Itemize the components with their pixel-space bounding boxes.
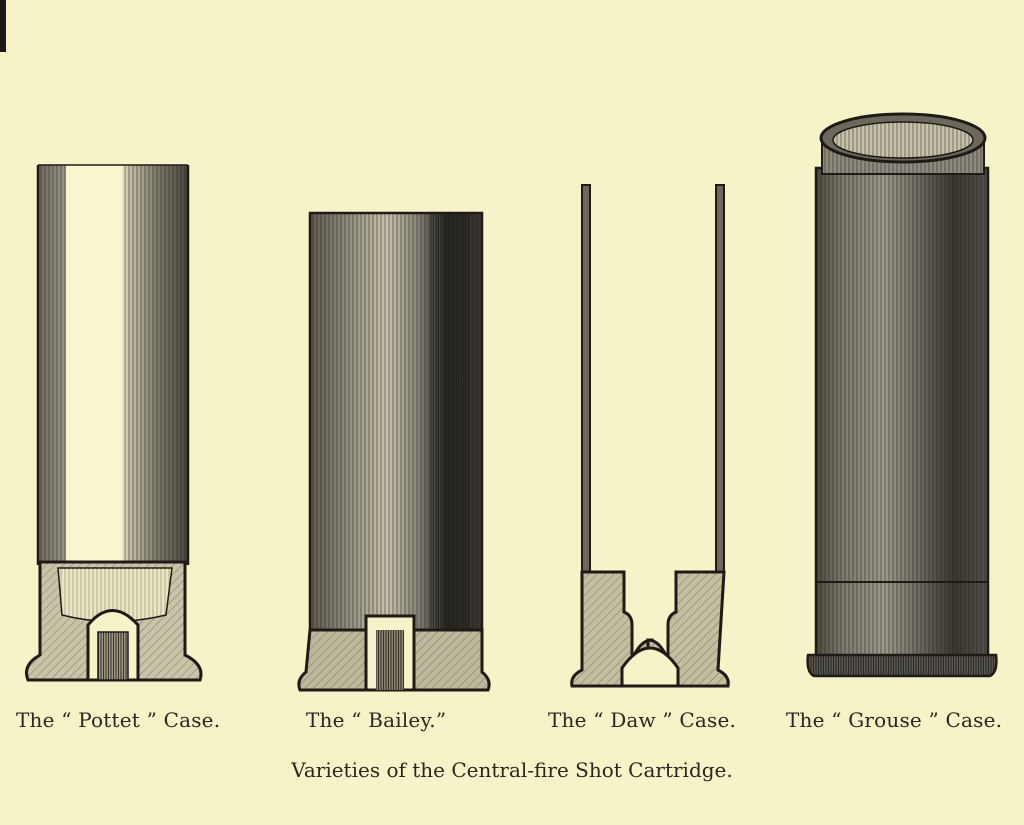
pottet-case-drawing [25, 164, 203, 682]
pottet-case-label: The “ Pottet ” Case. [16, 708, 221, 732]
grouse-case-drawing [806, 112, 998, 678]
scan-edge-mark [0, 0, 6, 52]
bailey-case-label: The “ Bailey.” [306, 708, 447, 732]
bailey-case-drawing [297, 211, 491, 692]
daw-case-label: The “ Daw ” Case. [548, 708, 737, 732]
plate-caption: Varieties of the Central-fire Shot Cartr… [291, 758, 733, 782]
daw-case-drawing [570, 184, 730, 688]
grouse-case-label: The “ Grouse ” Case. [786, 708, 1003, 732]
